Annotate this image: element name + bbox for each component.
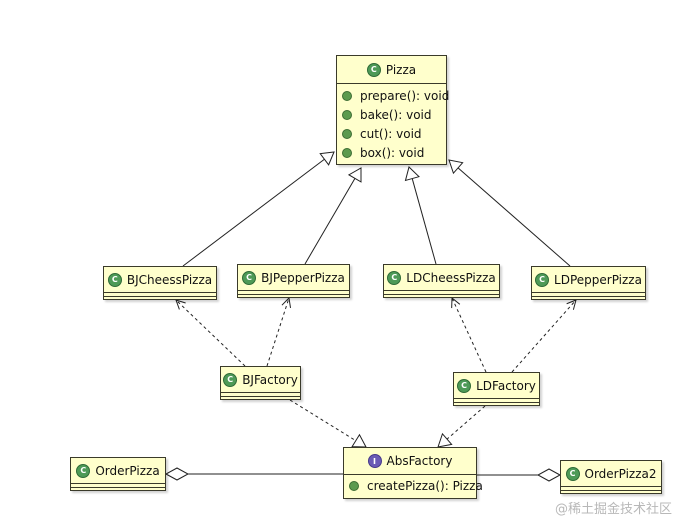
relation-generalization bbox=[404, 166, 437, 265]
public-method-icon bbox=[342, 109, 352, 120]
relation-generalization bbox=[448, 159, 571, 267]
class-name: BJCheessPizza bbox=[126, 272, 213, 287]
class-icon: C bbox=[107, 272, 122, 287]
relation-realization bbox=[437, 405, 486, 448]
method-row: bake(): void bbox=[342, 105, 446, 124]
class-name: LDFactory bbox=[476, 378, 536, 393]
aggregation-diamond bbox=[164, 467, 190, 481]
open-arrowhead bbox=[281, 296, 292, 309]
hollow-arrowhead bbox=[437, 432, 453, 448]
aggregation-diamond bbox=[536, 468, 562, 482]
class-icon: C bbox=[565, 466, 580, 481]
method-row: box(): void bbox=[342, 143, 446, 162]
public-method-icon bbox=[342, 128, 352, 139]
hollow-arrowhead bbox=[404, 166, 420, 182]
method-label: box(): void bbox=[360, 145, 425, 160]
method-row: prepare(): void bbox=[342, 86, 450, 105]
class-icon: C bbox=[535, 272, 550, 287]
absfactory-interface[interactable]: I AbsFactory createPizza(): Pizza bbox=[343, 447, 483, 499]
hollow-arrowhead bbox=[347, 167, 362, 183]
interface-name: AbsFactory bbox=[386, 454, 453, 468]
relation-dependency bbox=[451, 296, 487, 373]
class-name: OrderPizza2 bbox=[584, 466, 657, 481]
relation-generalization bbox=[182, 151, 335, 267]
class-name: LDPepperPizza bbox=[554, 272, 642, 287]
class-icon: C bbox=[76, 463, 91, 478]
bjcheesspizza-class[interactable]: C BJCheessPizza bbox=[103, 266, 217, 300]
class-icon: C bbox=[223, 372, 238, 387]
hollow-arrowhead bbox=[448, 159, 464, 175]
class-name: Pizza bbox=[385, 62, 417, 77]
relation-realization bbox=[289, 399, 367, 448]
hollow-arrowhead bbox=[319, 151, 335, 166]
class-icon: C bbox=[387, 270, 402, 285]
relation-dependency bbox=[175, 299, 246, 367]
relation-aggregation bbox=[477, 468, 562, 482]
open-arrowhead bbox=[566, 299, 577, 310]
method-row: createPizza(): Pizza bbox=[349, 476, 483, 495]
ldfactory-class[interactable]: C LDFactory bbox=[453, 372, 540, 406]
ldcheesspizza-class[interactable]: C LDCheessPizza bbox=[383, 264, 500, 298]
open-arrowhead bbox=[175, 299, 186, 310]
method-label: prepare(): void bbox=[360, 88, 450, 103]
class-icon: C bbox=[242, 270, 257, 285]
class-icon: C bbox=[457, 378, 472, 393]
relation-dependency bbox=[511, 299, 577, 373]
ldpepperpizza-class[interactable]: C LDPepperPizza bbox=[531, 266, 646, 300]
pizza-class[interactable]: C Pizza prepare(): void bake(): void cut… bbox=[336, 55, 450, 165]
relation-generalization bbox=[304, 167, 362, 265]
public-method-icon bbox=[342, 147, 352, 158]
public-method-icon bbox=[342, 90, 352, 101]
bjpepperpizza-class[interactable]: C BJPepperPizza bbox=[237, 264, 350, 298]
bjfactory-class[interactable]: C BJFactory bbox=[220, 366, 301, 400]
method-label: bake(): void bbox=[360, 107, 432, 122]
method-row: cut(): void bbox=[342, 124, 446, 143]
class-name: OrderPizza bbox=[95, 463, 160, 478]
method-list: prepare(): void bake(): void cut(): void… bbox=[337, 84, 450, 162]
method-label: cut(): void bbox=[360, 126, 422, 141]
method-label: createPizza(): Pizza bbox=[367, 478, 483, 493]
orderpizza-class[interactable]: C OrderPizza bbox=[70, 457, 166, 491]
relation-dependency bbox=[266, 296, 292, 367]
orderpizza2-class[interactable]: C OrderPizza2 bbox=[560, 460, 662, 494]
public-method-icon bbox=[349, 480, 359, 491]
relation-aggregation bbox=[164, 467, 343, 481]
class-icon: C bbox=[366, 62, 381, 77]
method-list: createPizza(): Pizza bbox=[344, 475, 483, 495]
class-name: BJFactory bbox=[242, 372, 298, 387]
hollow-arrowhead bbox=[351, 433, 367, 448]
class-name: BJPepperPizza bbox=[261, 270, 345, 285]
class-name: LDCheessPizza bbox=[406, 270, 496, 285]
open-arrowhead bbox=[451, 296, 461, 309]
watermark: @稀土掘金技术社区 bbox=[554, 502, 672, 517]
interface-icon: I bbox=[367, 454, 382, 468]
